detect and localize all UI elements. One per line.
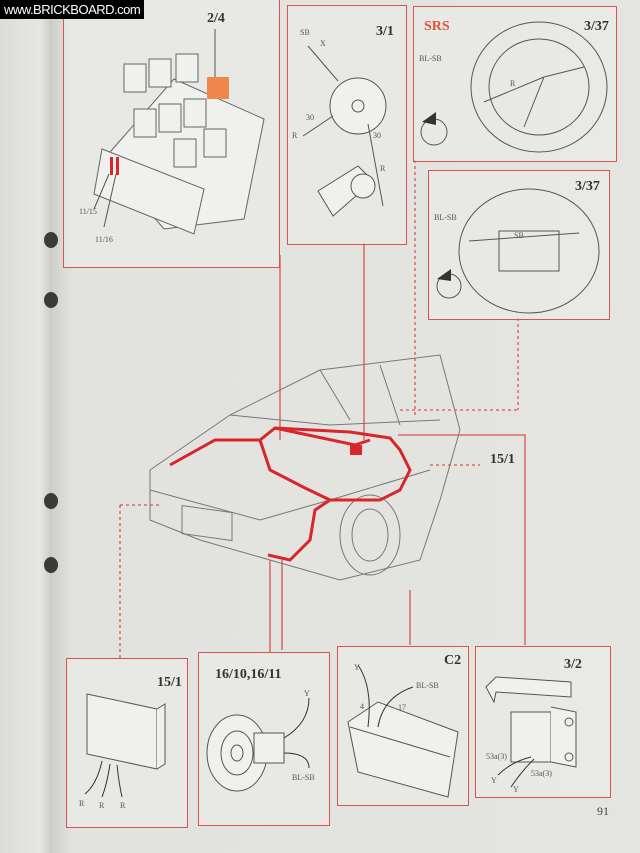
wire-label: 53a(3) [486,752,507,761]
wire-label: R [99,801,105,810]
wire-label: Y [354,663,360,672]
highlighted-relay [207,77,229,99]
steering-wheel-drawing [420,21,608,153]
panel-srs-steering-wheel: SRS 3/37 BL-SB R [413,6,617,162]
panel-steering-wheel: 3/37 BL-SB SB [428,170,610,320]
watermark: www.BRICKBOARD.com [0,0,145,19]
wire-label: Y [304,689,310,698]
binder-hole [44,292,58,308]
fuse-label: 11/16 [95,235,113,244]
wire-label: R [380,164,386,173]
wire-label: R [292,131,298,140]
ignition-switch-drawing [302,45,387,217]
wire-label: R [510,79,516,88]
panel-contact: 3/2 53a(3) 53a(3) Y Y [475,646,611,798]
horn-drawing [206,697,310,792]
wire-label: SB [300,28,310,37]
wire-label: R [79,799,85,808]
srs-badge: SRS [424,19,450,34]
car-ref-label: 15/1 [490,452,515,467]
binder-hole [44,493,58,509]
panel-relay: 15/1 R R R [66,658,188,828]
relay-drawing [84,693,166,798]
panel-title: C2 [444,653,462,668]
car-drawing [149,354,461,581]
panel-title: 16/10,16/11 [215,667,282,682]
panel-title: 3/1 [376,24,394,39]
facing-page [0,0,52,853]
wire-label: BL-SB [416,681,439,690]
wire-label: SB [514,231,524,240]
wire-label: X [320,39,326,48]
wire-label: BL-SB [434,213,457,222]
wiring-harness [169,426,412,562]
fuse-label: 11/15 [79,207,97,216]
panel-title: 3/37 [575,179,600,194]
panel-title: 15/1 [157,675,182,690]
steering-wheel-drawing [436,188,600,314]
panel-connector: C2 Y BL-SB 4 17 [337,646,469,806]
wire-label: R [120,801,126,810]
fusebox-drawing [93,29,265,235]
connector-drawing [347,664,459,798]
panel-title: 3/37 [584,19,609,34]
panel-title: 2/4 [207,11,225,26]
panel-fusebox: 2/4 11/15 11/16 [63,0,280,268]
wire-label: Y [513,785,519,794]
contact-drawing [485,676,577,788]
wire-label: 30 [306,113,314,122]
wire-label: Y [491,776,497,785]
pin-label: 17 [398,703,406,712]
panel-title: 3/2 [564,657,582,672]
wire-label: BL-SB [292,773,315,782]
wire-label: 30 [373,131,381,140]
wire-label: BL-SB [419,54,442,63]
panel-ignition-switch: 3/1 SB X 30 R 30 R [287,5,407,245]
pin-label: 4 [360,702,364,711]
wire-label: 53a(3) [531,769,552,778]
page-number: 91 [597,804,609,818]
binder-hole [44,232,58,248]
panel-horn: 16/10,16/11 Y BL-SB [198,652,330,826]
binder-hole [44,557,58,573]
